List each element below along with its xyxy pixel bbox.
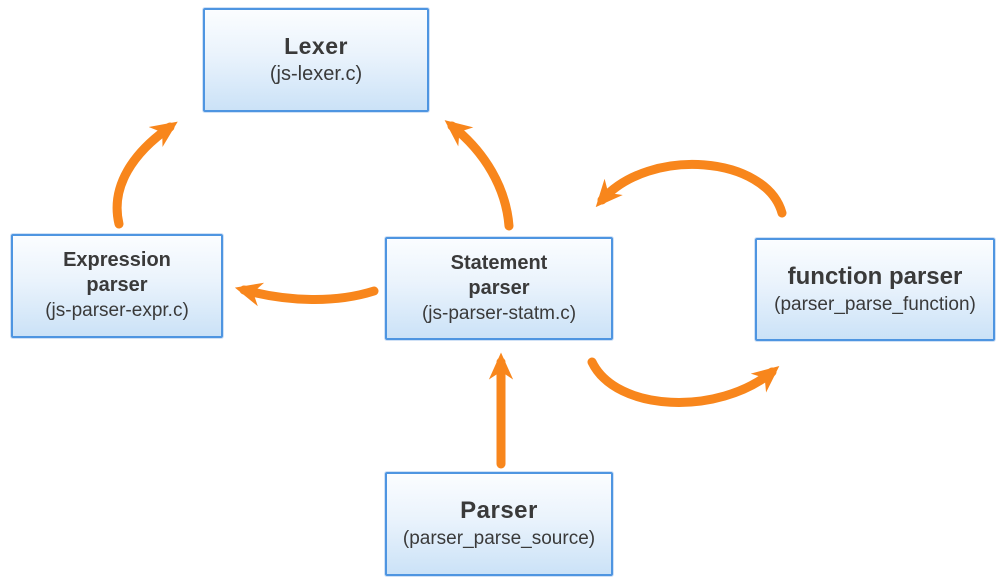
node-parser: Parser (parser_parse_source) [385, 472, 613, 576]
node-lexer-title: Lexer [284, 33, 348, 60]
arrow-expression-parser-to-lexer [112, 121, 178, 229]
node-lexer: Lexer (js-lexer.c) [203, 8, 429, 112]
node-parser-title: Parser [460, 497, 538, 525]
node-lexer-subtitle: (js-lexer.c) [269, 62, 363, 85]
arrow-statement-parser-to-function-parser [587, 357, 780, 407]
arrow-function-parser-to-statement-parser [595, 159, 787, 218]
node-expression-parser: Expression parser (js-parser-expr.c) [11, 234, 223, 338]
node-parser-subtitle: (parser_parse_source) [402, 528, 596, 550]
node-expression-parser-subtitle: (js-parser-expr.c) [45, 300, 189, 322]
node-function-parser-title: function parser [787, 262, 963, 290]
node-function-parser-subtitle: (parser_parse_function) [774, 293, 976, 315]
node-statement-parser-title: Statement parser [450, 251, 548, 299]
node-expression-parser-title: Expression parser [63, 249, 171, 297]
node-statement-parser-subtitle: (js-parser-statm.c) [421, 302, 577, 324]
node-function-parser: function parser (parser_parse_function) [755, 238, 995, 341]
node-statement-parser: Statement parser (js-parser-statm.c) [385, 237, 613, 340]
arrow-statement-parser-to-expression-parser [234, 282, 379, 307]
arrow-statement-parser-to-lexer [444, 120, 514, 231]
